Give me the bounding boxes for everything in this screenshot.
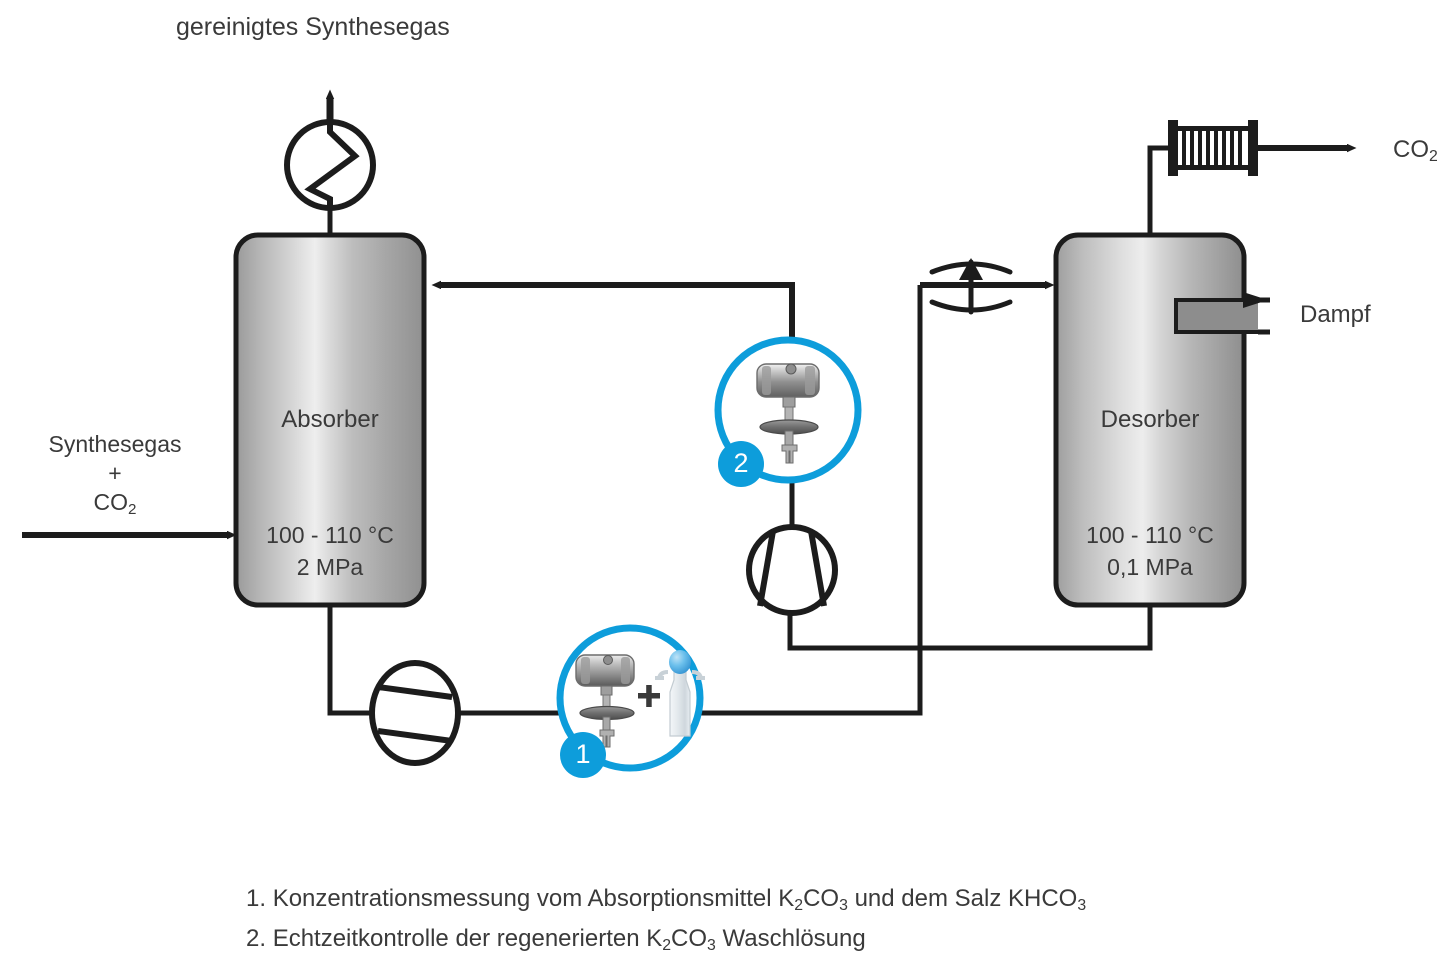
pipe-sensor1-to-valve-riser [700,285,923,716]
desorber-pressure: 0,1 MPa [1107,554,1193,580]
callout-1-badge[interactable] [560,732,606,778]
co2-outlet-label: CO2 [1393,136,1438,166]
desorber-name: Desorber [1100,406,1200,433]
absorber-name: Absorber [281,406,379,433]
feed-stream-label: Synthesegas + CO2 [20,430,210,518]
heat-exchanger-zigzag-circle-icon [284,119,376,211]
caption-1-part-2: CO [803,885,840,912]
absorber-temperature: 100 - 110 °C [266,522,394,548]
caption-2-part-2: CO [671,925,708,952]
pump-circle-icon [369,660,461,766]
plus-symbol [638,685,660,707]
pipe-absorber-bottom-to-pump [327,605,372,716]
lab-sampler-icon [655,650,705,737]
throttle-valve-icon [929,258,1013,315]
steam-inlet-arrow-icon [1243,292,1268,308]
caption-2-sub-1: 2 [662,937,672,955]
caption-1-part-1: Konzentrationsmessung vom Absorptionsmit… [272,885,795,912]
page-title: gereinigtes Synthesegas [176,13,450,41]
desorber-vessel [1053,232,1270,608]
steam-label: Dampf [1300,301,1371,328]
absorber-pressure: 2 MPa [296,554,364,580]
callout-2[interactable] [714,336,862,487]
caption-1: 1. Konzentrationsmessung vom Absorptions… [246,884,1086,914]
callout-2-number: 2 [733,448,749,478]
pipe-desorber-top-to-condenser [1147,145,1168,235]
feed-line-2: + [108,459,122,486]
caption-2: 2. Echtzeitkontrolle der regenerierten K… [246,924,866,954]
steam-coil-icon [1174,298,1258,334]
desorber-temperature: 100 - 110 °C [1086,522,1214,548]
caption-1-sub-3: 3 [1077,897,1087,915]
feed-line-3: CO2 [93,488,137,518]
absorber-vessel [233,232,427,608]
caption-2-part-1: Echtzeitkontrolle der regenerierten K [272,925,663,952]
sensor-transmitter-icon [575,654,635,748]
caption-1-sub-1: 2 [794,897,804,915]
callout-1[interactable] [556,624,705,778]
caption-2-part-3: Waschlösung [715,925,866,952]
pipe-desorber-bottom-to-pump2 [787,605,1153,651]
caption-2-index: 2. [246,925,267,952]
caption-1-sub-2: 3 [839,897,848,915]
caption-1-part-3: und dem Salz KHCO [847,885,1078,912]
caption-1-index: 1. [246,885,267,912]
compressor-circle-icon [746,524,838,616]
feed-line-1: Synthesegas [48,431,182,457]
callout-1-number: 1 [575,739,591,769]
callout-2-badge[interactable] [718,441,764,487]
sensor-transmitter-icon [756,363,820,464]
caption-2-sub-2: 3 [707,937,716,955]
shell-tube-heat-exchanger-icon [1168,120,1258,176]
